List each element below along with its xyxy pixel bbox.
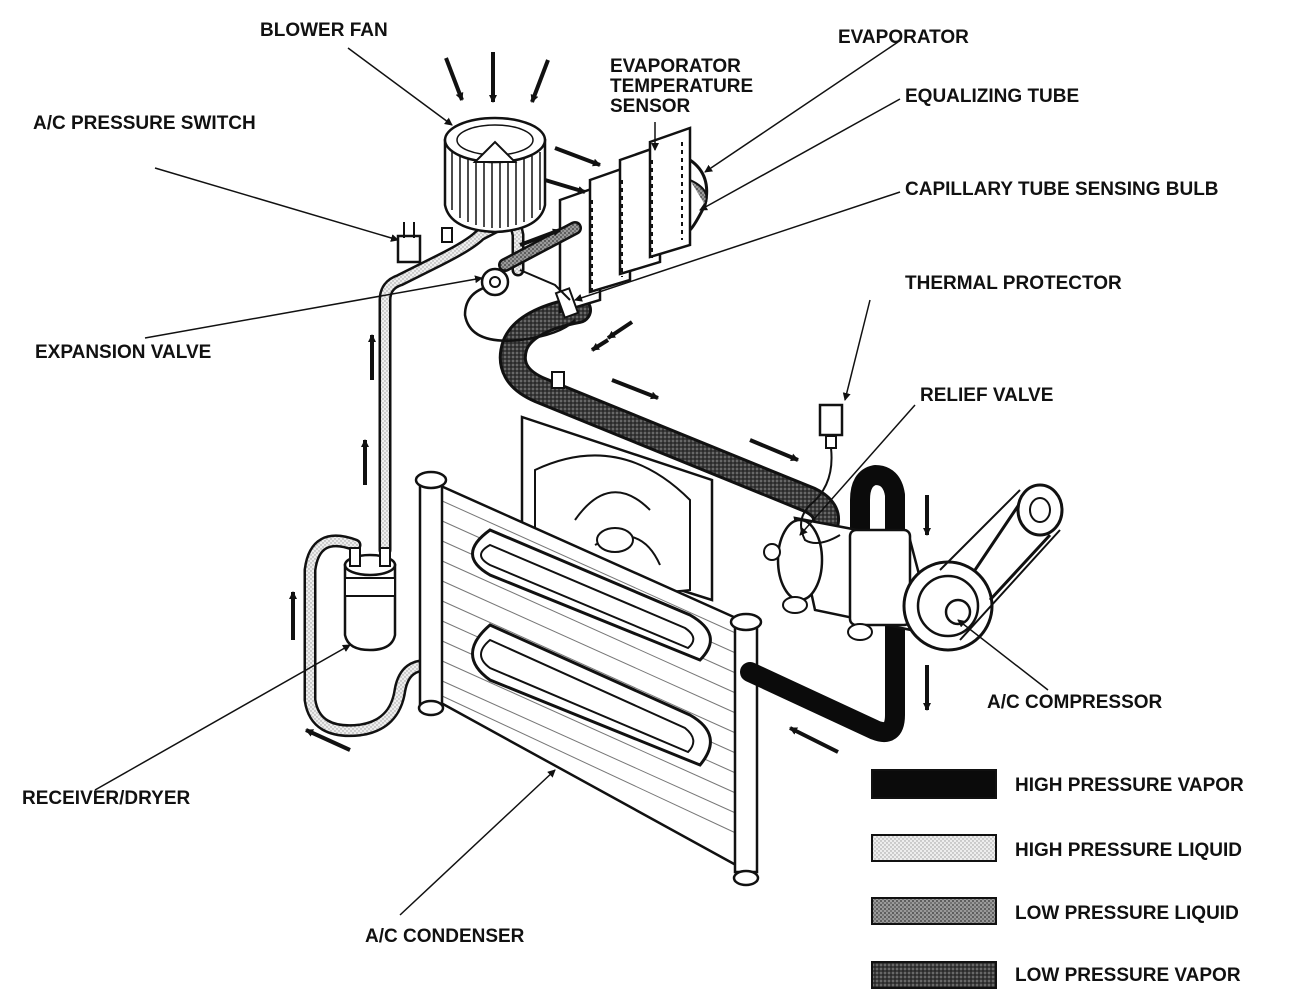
label-evaporator-temperature-sensor-line2: TEMPERATURE xyxy=(610,76,754,97)
ac-compressor xyxy=(763,483,1064,652)
label-relief-valve: RELIEF VALVE xyxy=(920,385,1054,406)
label-evaporator-temperature-sensor-line3: SENSOR xyxy=(610,96,691,117)
ac-pressure-switch xyxy=(396,222,453,264)
low-pressure-liquid-line xyxy=(498,221,582,272)
leader-lines xyxy=(94,41,1049,916)
label-ac-pressure-switch: A/C PRESSURE SWITCH xyxy=(33,113,256,134)
label-ac-condenser: A/C CONDENSER xyxy=(365,926,525,947)
label-equalizing-tube: EQUALIZING TUBE xyxy=(905,86,1080,107)
evaporator xyxy=(558,126,709,314)
label-capillary-tube-sensing-bulb: CAPILLARY TUBE SENSING BULB xyxy=(905,179,1219,200)
legend-swatch-high-pressure-vapor xyxy=(871,769,997,799)
legend-swatch-low-pressure-vapor xyxy=(871,961,997,989)
label-receiver-dryer: RECEIVER/DRYER xyxy=(22,788,191,809)
legend-swatch-high-pressure-liquid xyxy=(871,834,997,862)
ac-condenser xyxy=(414,470,763,887)
thermal-protector xyxy=(800,403,844,545)
label-evaporator-temperature-sensor: EVAPORATOR TEMPERATURE SENSOR xyxy=(610,57,753,117)
label-expansion-valve: EXPANSION VALVE xyxy=(35,342,212,363)
high-pressure-vapor-line xyxy=(740,465,905,742)
legend-label-low-pressure-liquid: LOW PRESSURE LIQUID xyxy=(1015,903,1239,924)
label-evaporator: EVAPORATOR xyxy=(838,27,969,48)
legend-label-low-pressure-vapor: LOW PRESSURE VAPOR xyxy=(1015,965,1241,986)
low-pressure-vapor-line xyxy=(498,296,840,539)
label-blower-fan: BLOWER FAN xyxy=(260,20,388,41)
legend-swatch-low-pressure-liquid xyxy=(871,897,997,925)
legend-label-high-pressure-vapor: HIGH PRESSURE VAPOR xyxy=(1015,775,1244,796)
legend-swatches xyxy=(871,769,997,989)
legend-label-high-pressure-liquid: HIGH PRESSURE LIQUID xyxy=(1015,840,1242,861)
label-thermal-protector: THERMAL PROTECTOR xyxy=(905,273,1122,294)
blower-fan xyxy=(443,116,547,234)
receiver-dryer xyxy=(343,547,397,652)
flow-arrows xyxy=(289,52,931,754)
label-evaporator-temperature-sensor-line1: EVAPORATOR xyxy=(610,56,741,77)
label-ac-compressor: A/C COMPRESSOR xyxy=(987,692,1163,713)
